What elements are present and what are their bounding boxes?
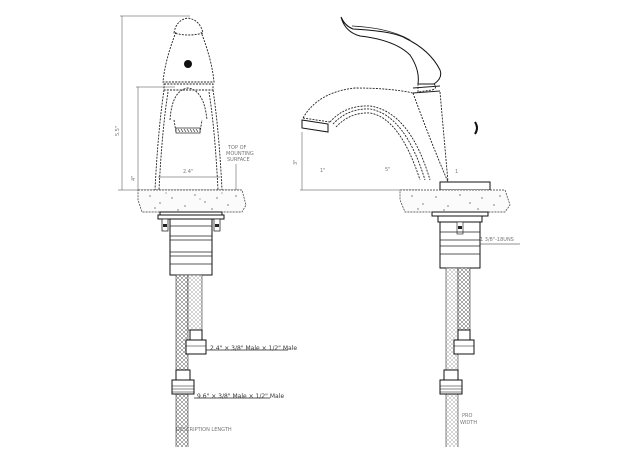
side-view [300, 16, 520, 451]
countertop-speckle [149, 192, 237, 211]
mounting-note-line-2: MOUNTING [226, 151, 254, 157]
overall-height-label: 5.5" [115, 125, 121, 136]
spout-reach-1-label: 1" [320, 168, 326, 174]
mounting-note-line-1: TOP OF [228, 145, 247, 151]
mount-thread-label: 1 3/8"-18UNS [480, 237, 514, 243]
lower-connector-label: 9.6" × 3/8" Male × 1/2" Male [197, 393, 285, 400]
base-width-label: 2.4" [183, 169, 194, 175]
side-view-caption-line-2: WIDTH [460, 420, 478, 426]
front-view-caption: DESCRIPTION LENGTH [176, 427, 232, 433]
front-view [118, 15, 288, 451]
spout-height-label: 4" [131, 175, 137, 181]
spout-clearance-label: 3" [293, 159, 299, 165]
mounting-note-line-3: SURFACE [227, 157, 250, 163]
upper-connector-label: 2.4" × 3/8" Male × 1/2" Male [210, 345, 298, 352]
side-view-caption-line-1: PRO [462, 413, 473, 419]
base-marker-label: 1 [455, 169, 459, 175]
spout-reach-2-label: 5" [385, 167, 391, 173]
